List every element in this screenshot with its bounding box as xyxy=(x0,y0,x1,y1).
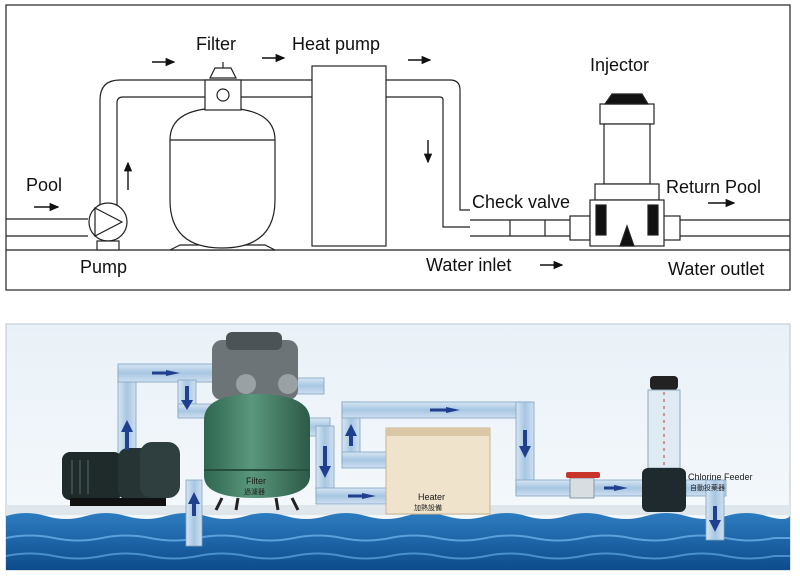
arrow-outlet-down xyxy=(709,506,721,532)
schematic-pump xyxy=(88,202,128,251)
schematic-filter xyxy=(169,62,276,251)
arrow-heater-in xyxy=(348,493,376,499)
label-chlorine-feeder: Chlorine Feeder xyxy=(688,472,753,482)
arrow-loop-right xyxy=(430,407,460,413)
schematic-injector xyxy=(589,93,665,247)
label-water-outlet: Water outlet xyxy=(668,259,764,279)
arrow-intake-up xyxy=(188,492,200,516)
arrow-valve-right xyxy=(604,485,628,491)
schematic-panel: Filter Heat pump Injector Pool Pump Chec… xyxy=(5,4,791,291)
label-pool: Pool xyxy=(26,175,62,195)
illustration-flow-arrows xyxy=(121,370,721,532)
illustration-filter xyxy=(204,332,310,511)
pipe-pool-inlet xyxy=(6,218,88,237)
label-filter-illustration: Filter xyxy=(246,476,266,486)
label-filter-cn: 過濾器 xyxy=(244,487,265,496)
illustration-heater xyxy=(385,427,491,515)
arrow-riser-up xyxy=(121,420,133,450)
arrow-loop-down xyxy=(519,430,531,458)
arrow-filter-down xyxy=(319,446,331,478)
label-filter: Filter xyxy=(196,34,236,54)
label-water-inlet: Water inlet xyxy=(426,255,511,275)
label-injector: Injector xyxy=(590,55,649,75)
label-pump: Pump xyxy=(80,257,127,277)
schematic-heat-pump xyxy=(311,65,387,247)
label-heat-pump: Heat pump xyxy=(292,34,380,54)
arrow-drop-down xyxy=(181,386,193,410)
illustration-valve xyxy=(566,472,600,499)
schematic-flow-arrows xyxy=(34,53,736,270)
illustration-panel: Filter 過濾器 Heater 加熱設備 Chlorine Feeder 自… xyxy=(5,323,791,571)
label-heater-cn: 加熱設備 xyxy=(414,503,442,512)
label-check-valve: Check valve xyxy=(472,192,570,212)
illustration-pump xyxy=(62,442,180,506)
pool-water xyxy=(5,513,790,570)
label-chlorine-feeder-cn: 自動投藥器 xyxy=(690,483,725,492)
label-heater: Heater xyxy=(418,492,445,502)
label-return-pool: Return Pool xyxy=(666,177,761,197)
pipe-riser xyxy=(99,79,470,228)
arrow-loop-up xyxy=(345,424,357,446)
illustration-chlorine-feeder xyxy=(642,376,686,512)
arrow-top-right xyxy=(152,370,180,376)
